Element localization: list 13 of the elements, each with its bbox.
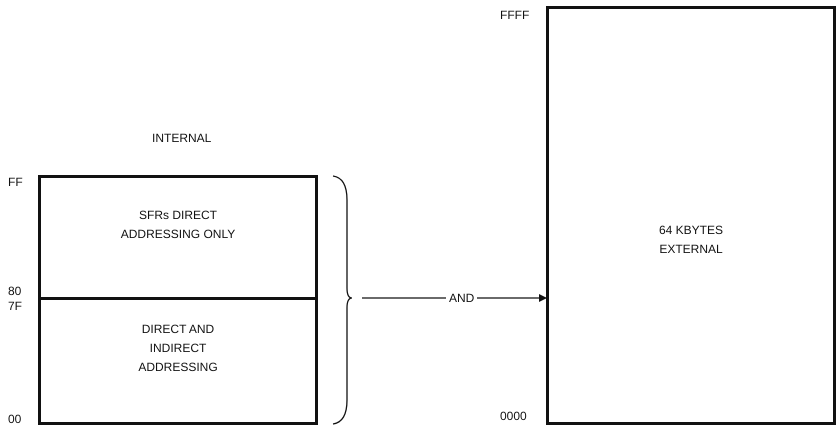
address-label: FF bbox=[8, 175, 23, 189]
address-label: 0000 bbox=[500, 409, 527, 423]
address-label: 7F bbox=[8, 299, 22, 313]
address-label: FFFF bbox=[500, 8, 530, 22]
region-label: DIRECT AND INDIRECT ADDRESSING bbox=[137, 321, 219, 376]
edge-label: AND bbox=[446, 291, 478, 305]
section-heading: INTERNAL bbox=[152, 131, 212, 145]
address-label: 00 bbox=[8, 412, 22, 426]
address-label: 80 bbox=[8, 284, 22, 298]
memory-region-box bbox=[546, 6, 836, 425]
memory-region-box bbox=[38, 297, 318, 425]
region-label: SFRs DIRECT ADDRESSING ONLY bbox=[120, 207, 236, 243]
region-label: 64 KBYTES EXTERNAL bbox=[658, 222, 724, 258]
